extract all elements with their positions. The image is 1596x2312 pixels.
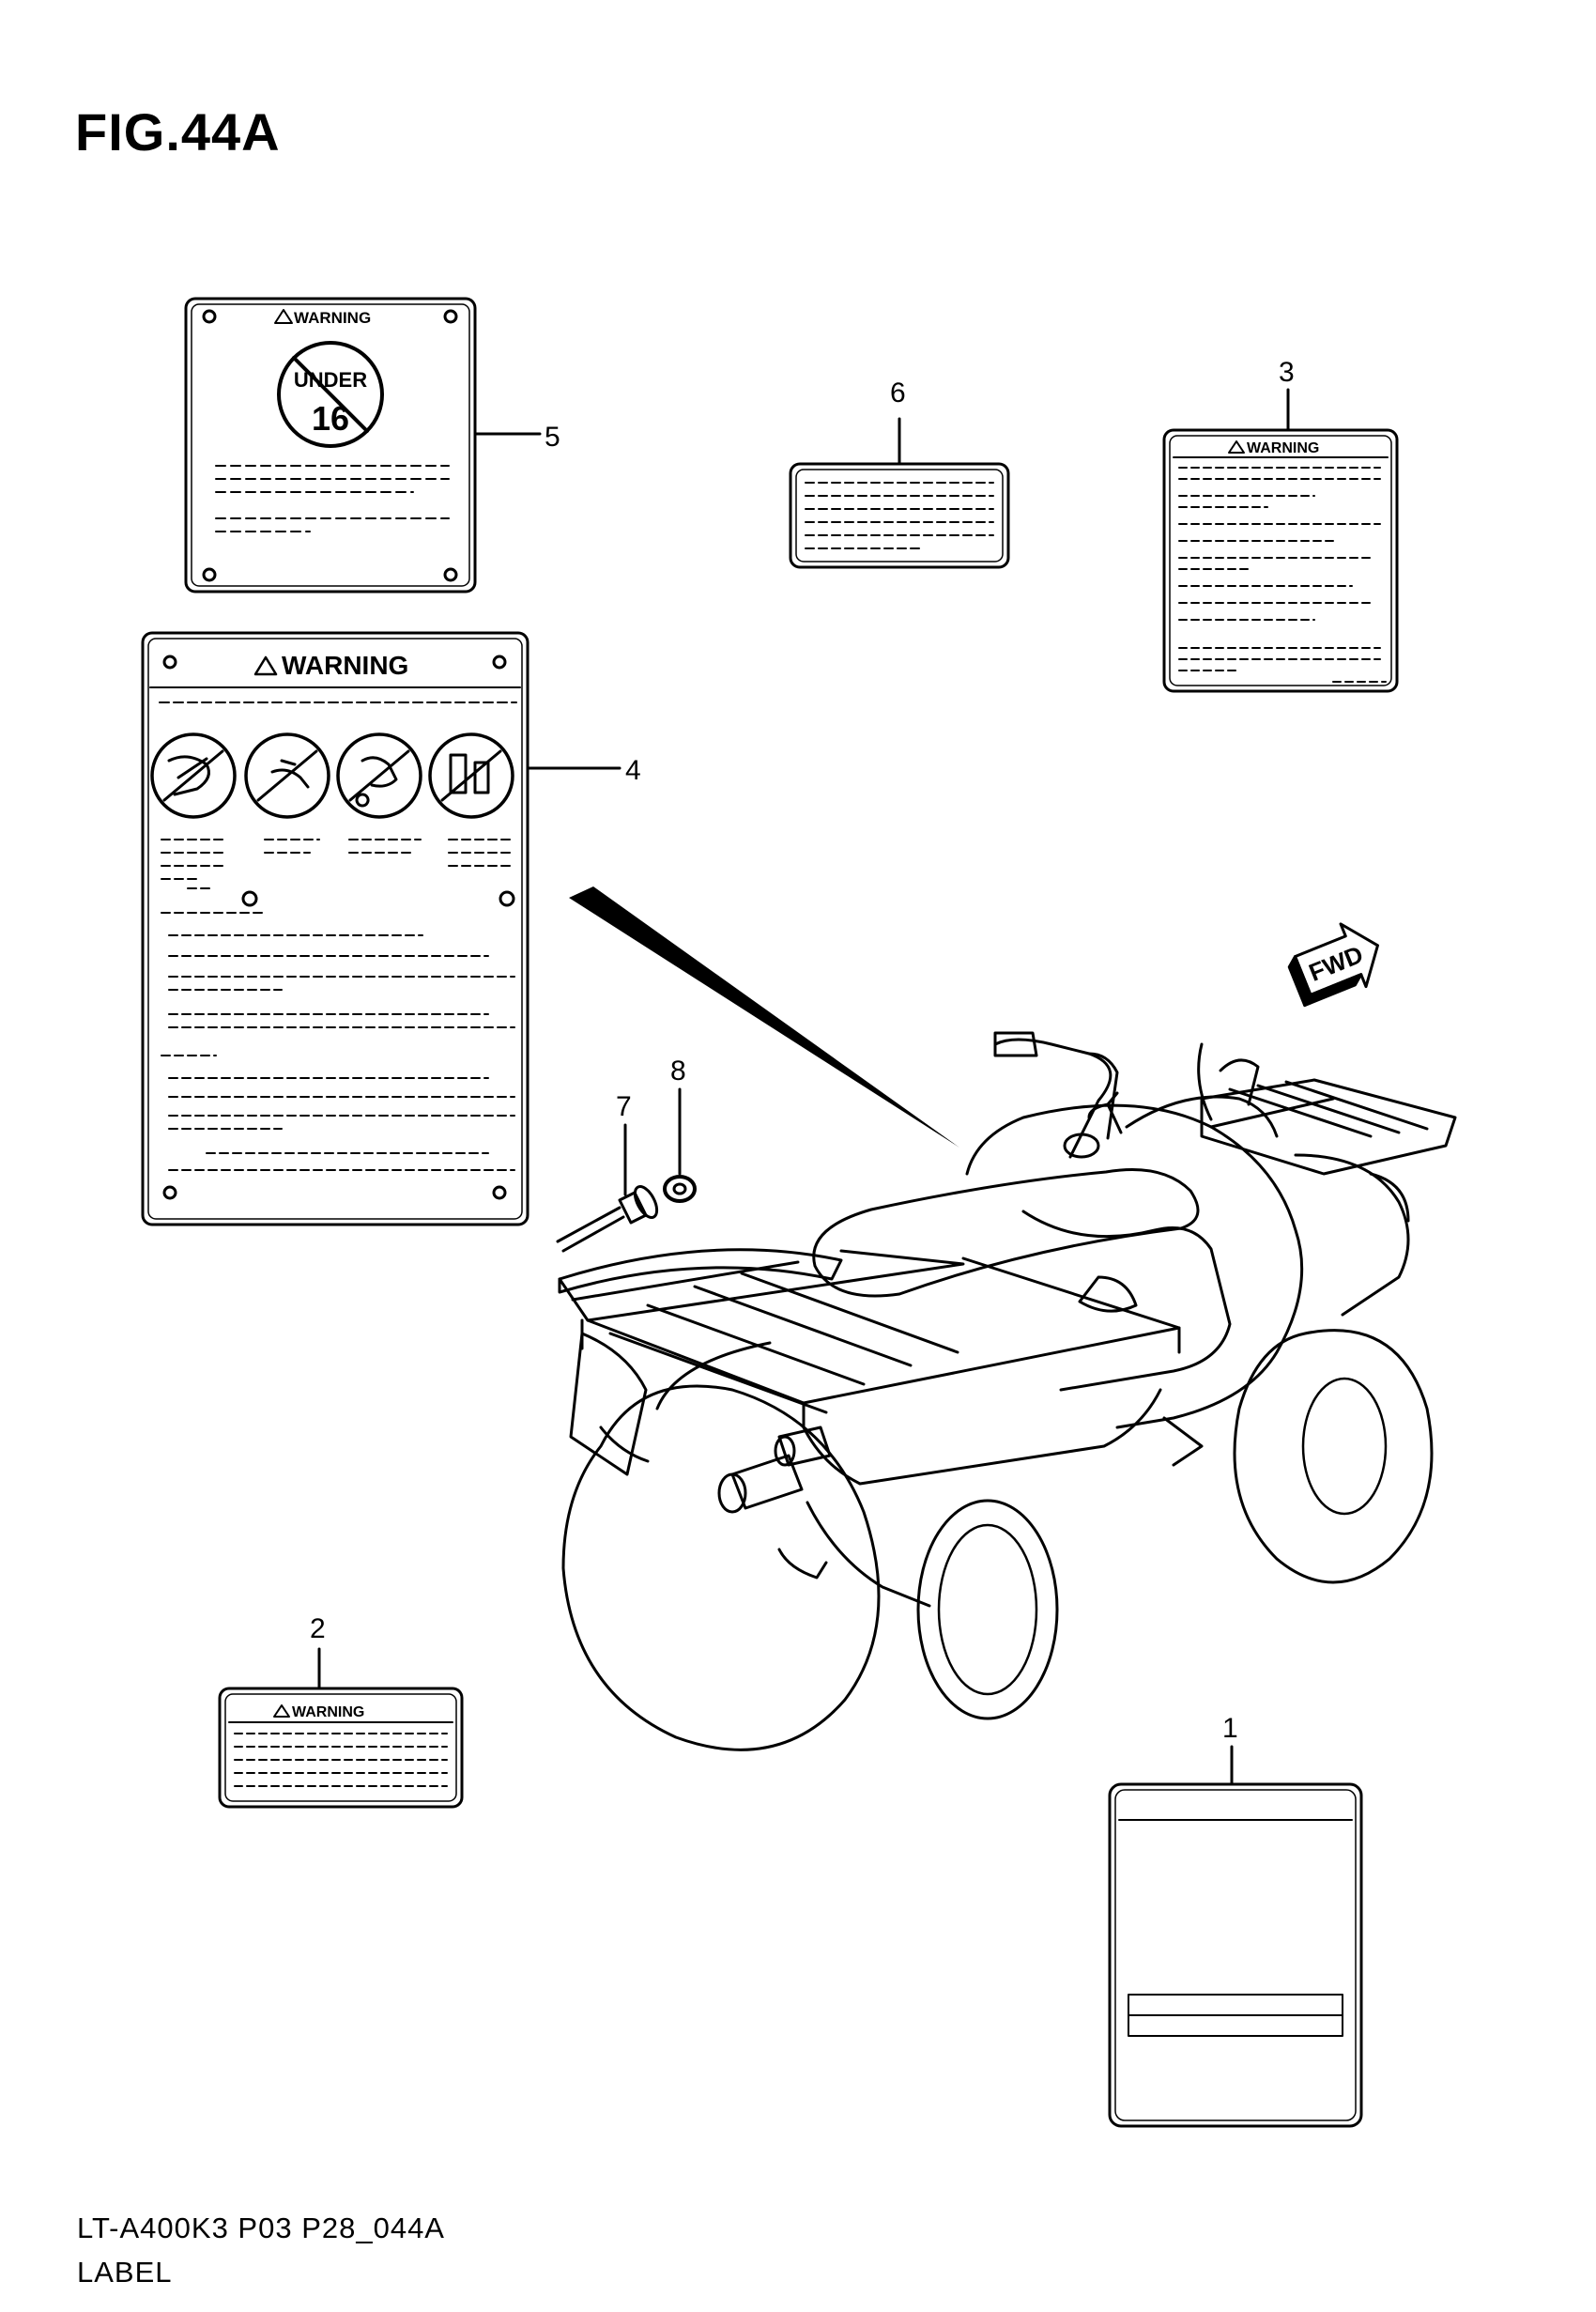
callout-8: 8 (670, 1056, 686, 1087)
section-title: LABEL (77, 2256, 173, 2289)
label-4-large-warning[interactable]: WARNING (141, 631, 529, 1226)
pictogram-row (150, 732, 514, 819)
warning-triangle-icon (274, 309, 293, 324)
model-code: LT-A400K3 P03 P28_044A (77, 2212, 445, 2244)
callout-7: 7 (616, 1091, 632, 1122)
label-4-warning-text: WARNING (282, 651, 408, 680)
label-3-warning[interactable]: WARNING (1162, 428, 1399, 693)
no-under16-icon: UNDER 16 (277, 341, 384, 448)
part-8-washer[interactable] (663, 1175, 697, 1203)
callout-4: 4 (625, 755, 641, 786)
callout-2: 2 (310, 1613, 326, 1644)
label-2-warning[interactable]: WARNING (218, 1687, 464, 1809)
warning-triangle-icon (253, 655, 278, 676)
label-3-body-lines (1178, 467, 1387, 683)
label-5-warning-text: WARNING (294, 309, 371, 327)
fwd-arrow-icon: FWD (1287, 922, 1379, 1008)
no-public-road-pictogram-icon (244, 732, 330, 819)
callout-5: 5 (545, 422, 560, 453)
pointer-arrow (569, 886, 959, 1148)
label-3-warning-text: WARNING (1247, 440, 1319, 456)
label-6-body-lines (805, 482, 994, 549)
atv-vehicle-drawing (558, 1031, 1457, 1751)
label-2-body-lines (234, 1733, 448, 1787)
label-1[interactable] (1108, 1782, 1363, 2128)
label-2-warning-text: WARNING (292, 1704, 364, 1720)
callout-1: 1 (1222, 1713, 1238, 1744)
no-stunt-pictogram-icon (336, 732, 422, 819)
label-4-body-lines (161, 839, 515, 1171)
warning-triangle-icon (1228, 440, 1245, 454)
label-5-under16-warning[interactable]: WARNING UNDER 16 (184, 297, 477, 593)
callout-3: 3 (1279, 357, 1295, 388)
callout-6: 6 (890, 378, 906, 408)
no-alcohol-pictogram-icon (428, 732, 514, 819)
warning-triangle-icon (273, 1704, 290, 1718)
under-text: UNDER (294, 368, 367, 392)
figure-title: FIG.44A (75, 102, 281, 162)
label-6[interactable] (789, 462, 1010, 569)
age-text: 16 (312, 399, 349, 438)
part-7-rivet[interactable] (556, 1183, 661, 1253)
label-5-body-lines (215, 465, 450, 532)
no-passenger-pictogram-icon (150, 732, 237, 819)
